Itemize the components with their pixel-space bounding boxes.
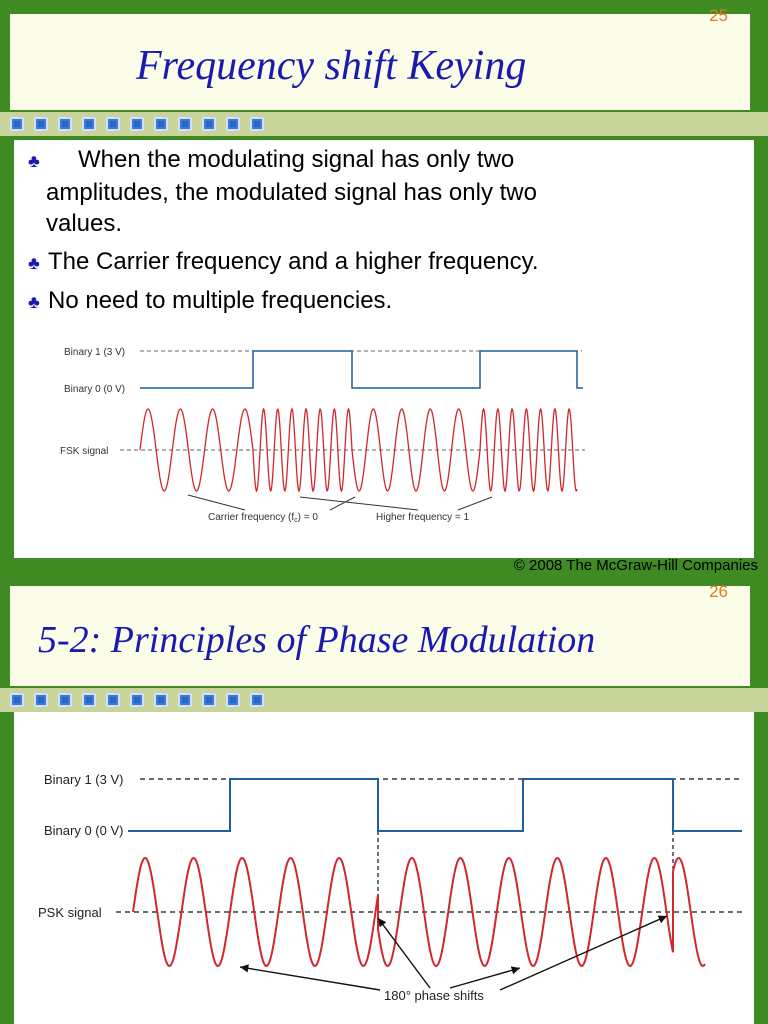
square-icon xyxy=(202,693,216,707)
psk-signal-label: PSK signal xyxy=(38,905,102,920)
square-icon xyxy=(82,117,96,131)
square-icon xyxy=(178,117,192,131)
club-bullet-icon: ♣ xyxy=(28,151,40,171)
decorative-squares xyxy=(10,688,274,712)
arrow-line xyxy=(449,966,521,989)
square-icon xyxy=(10,693,24,707)
bullet-text: The Carrier frequency and a higher frequ… xyxy=(48,248,539,275)
slide-number: 26 xyxy=(709,582,728,601)
binary0-label: Binary 0 (0 V) xyxy=(44,823,123,838)
fsk-signal-label: FSK signal xyxy=(60,446,108,457)
bullet-text-line: When the modulating signal has only two xyxy=(78,146,515,173)
bullet-item-2: ♣ The Carrier frequency and a higher freq… xyxy=(28,246,748,279)
copyright-text: © 2008 The McGraw-Hill Companies xyxy=(513,557,758,574)
content-area xyxy=(14,712,754,1024)
square-icon xyxy=(154,693,168,707)
square-icon xyxy=(82,693,96,707)
square-icon xyxy=(10,117,24,131)
bullet-text-line: amplitudes, the modulated signal has onl… xyxy=(46,179,537,206)
square-icon xyxy=(250,693,264,707)
title-box xyxy=(10,586,750,686)
square-icon xyxy=(250,117,264,131)
binary1-label: Binary 1 (3 V) xyxy=(64,347,125,358)
slide-25: 25 Frequency shift Keying ♣ When the modu… xyxy=(0,0,768,578)
club-bullet-icon: ♣ xyxy=(28,253,40,273)
arrow-line xyxy=(457,496,493,511)
square-icon xyxy=(178,693,192,707)
binary0-label: Binary 0 (0 V) xyxy=(64,384,125,395)
fsk-figure: Binary 1 (3 V) Binary 0 (0 V) FSK signal… xyxy=(60,347,585,524)
slide-title: 5-2: Principles of Phase Modulation xyxy=(38,619,596,661)
square-icon xyxy=(34,117,48,131)
arrow-line xyxy=(329,496,356,511)
square-icon xyxy=(106,693,120,707)
slide-number: 25 xyxy=(709,6,728,25)
square-icon xyxy=(58,117,72,131)
decorative-band xyxy=(0,112,768,136)
square-icon xyxy=(130,117,144,131)
square-icon xyxy=(58,693,72,707)
phase-shift-arrows xyxy=(239,915,668,991)
decorative-band xyxy=(0,688,768,712)
arrow-line xyxy=(299,496,419,511)
fsk-annotation-arrows xyxy=(187,494,493,511)
arrow-line xyxy=(499,915,668,991)
decorative-squares xyxy=(10,112,274,136)
psk-analog-signal xyxy=(132,856,706,968)
square-icon xyxy=(154,117,168,131)
binary1-label: Binary 1 (3 V) xyxy=(44,772,123,787)
square-icon xyxy=(202,117,216,131)
arrow-line xyxy=(377,917,431,989)
bullet-item-3: ♣ No need to multiple frequencies. xyxy=(28,285,748,318)
bullet-text-line: values. xyxy=(46,210,123,237)
club-bullet-icon: ♣ xyxy=(28,292,40,312)
phase-shift-label: 180° phase shifts xyxy=(384,988,484,1003)
square-icon xyxy=(106,117,120,131)
slide-title: Frequency shift Keying xyxy=(136,43,527,89)
carrier-frequency-label: Carrier frequency (fc) = 0 xyxy=(208,512,318,524)
higher-frequency-label: Higher frequency = 1 xyxy=(376,512,470,523)
bullet-text: No need to multiple frequencies. xyxy=(48,287,393,314)
square-icon xyxy=(130,693,144,707)
psk-figure: Binary 1 (3 V) Binary 0 (0 V) PSK signal… xyxy=(38,772,742,1003)
psk-digital-signal xyxy=(128,778,742,832)
arrow-line xyxy=(187,494,246,511)
fsk-digital-signal xyxy=(140,350,583,389)
bullet-item-1: ♣ When the modulating signal has only two… xyxy=(28,144,748,239)
square-icon xyxy=(226,693,240,707)
content-area xyxy=(14,140,754,558)
fsk-analog-signal xyxy=(139,407,578,493)
arrow-line xyxy=(239,964,381,991)
square-icon xyxy=(34,693,48,707)
title-box xyxy=(10,14,750,110)
square-icon xyxy=(226,117,240,131)
slide-26: 26 5-2: Principles of Phase Modulation B… xyxy=(0,578,768,1024)
